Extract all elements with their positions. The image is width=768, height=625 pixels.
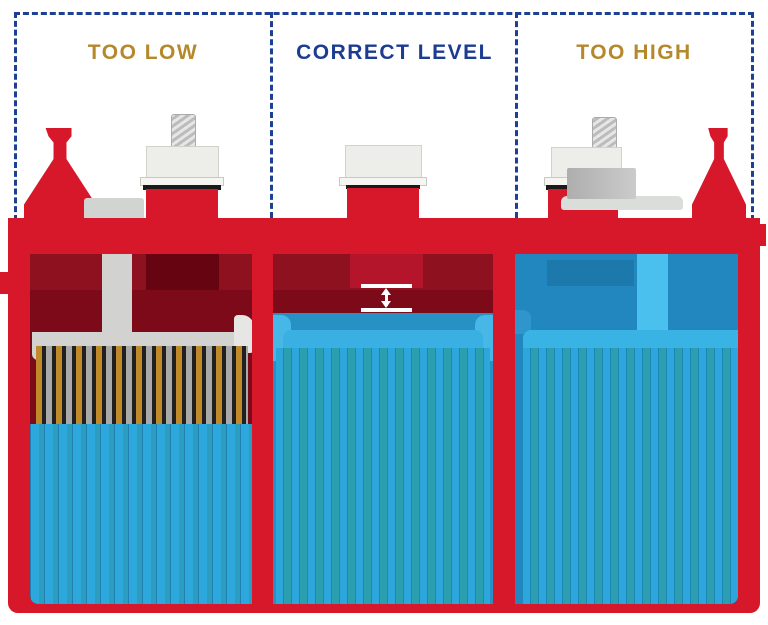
jar-lip-left (515, 310, 531, 334)
terminal-base-plate-high (561, 196, 683, 210)
fill-neck-correct (347, 188, 419, 218)
fill-tube-bottom-line (361, 284, 412, 288)
element-top-high (523, 330, 738, 348)
electrolyte-low-level (30, 424, 252, 604)
cell-correct-level (273, 254, 493, 604)
vent-cap-low (146, 146, 219, 179)
liquid-surface-line (361, 308, 412, 312)
fill-well-shadow-high (547, 260, 634, 286)
cell-too-high (515, 254, 738, 604)
vent-cap-gasket-low (143, 185, 221, 190)
guide-divider-low-correct (270, 12, 273, 218)
fill-neck-low (146, 189, 218, 218)
guide-divider-correct-high (515, 12, 518, 218)
section-label-correct-level: CORRECT LEVEL (296, 41, 493, 64)
plate-strap-low (32, 332, 250, 346)
terminal-block-high (567, 168, 636, 199)
connector-bar-low (84, 198, 144, 218)
fill-tube-low (146, 254, 219, 290)
case-mount-tab-right (754, 224, 766, 246)
element-top-correct (283, 330, 483, 348)
exposed-plates (36, 346, 248, 424)
fill-tube-flooded-high (637, 254, 668, 332)
arrow-head-up-icon (381, 288, 391, 295)
section-label-too-low: TOO LOW (87, 41, 199, 64)
arrow-head-down-icon (381, 301, 391, 308)
submerged-plates-correct (276, 348, 490, 604)
vent-cap-correct (345, 145, 422, 179)
plate-strap-end (234, 315, 252, 353)
submerged-plates-high (523, 348, 738, 604)
fill-tube-correct (350, 254, 423, 288)
internal-post-low (102, 254, 132, 336)
vent-cap-gasket-correct (346, 185, 420, 189)
threaded-stud-low-icon (171, 114, 196, 150)
level-gap-arrow-icon (385, 291, 388, 306)
guide-box-border (14, 12, 754, 221)
section-label-too-high: TOO HIGH (576, 41, 692, 64)
case-mount-tab-left (0, 272, 12, 294)
cell-too-low (30, 254, 252, 604)
